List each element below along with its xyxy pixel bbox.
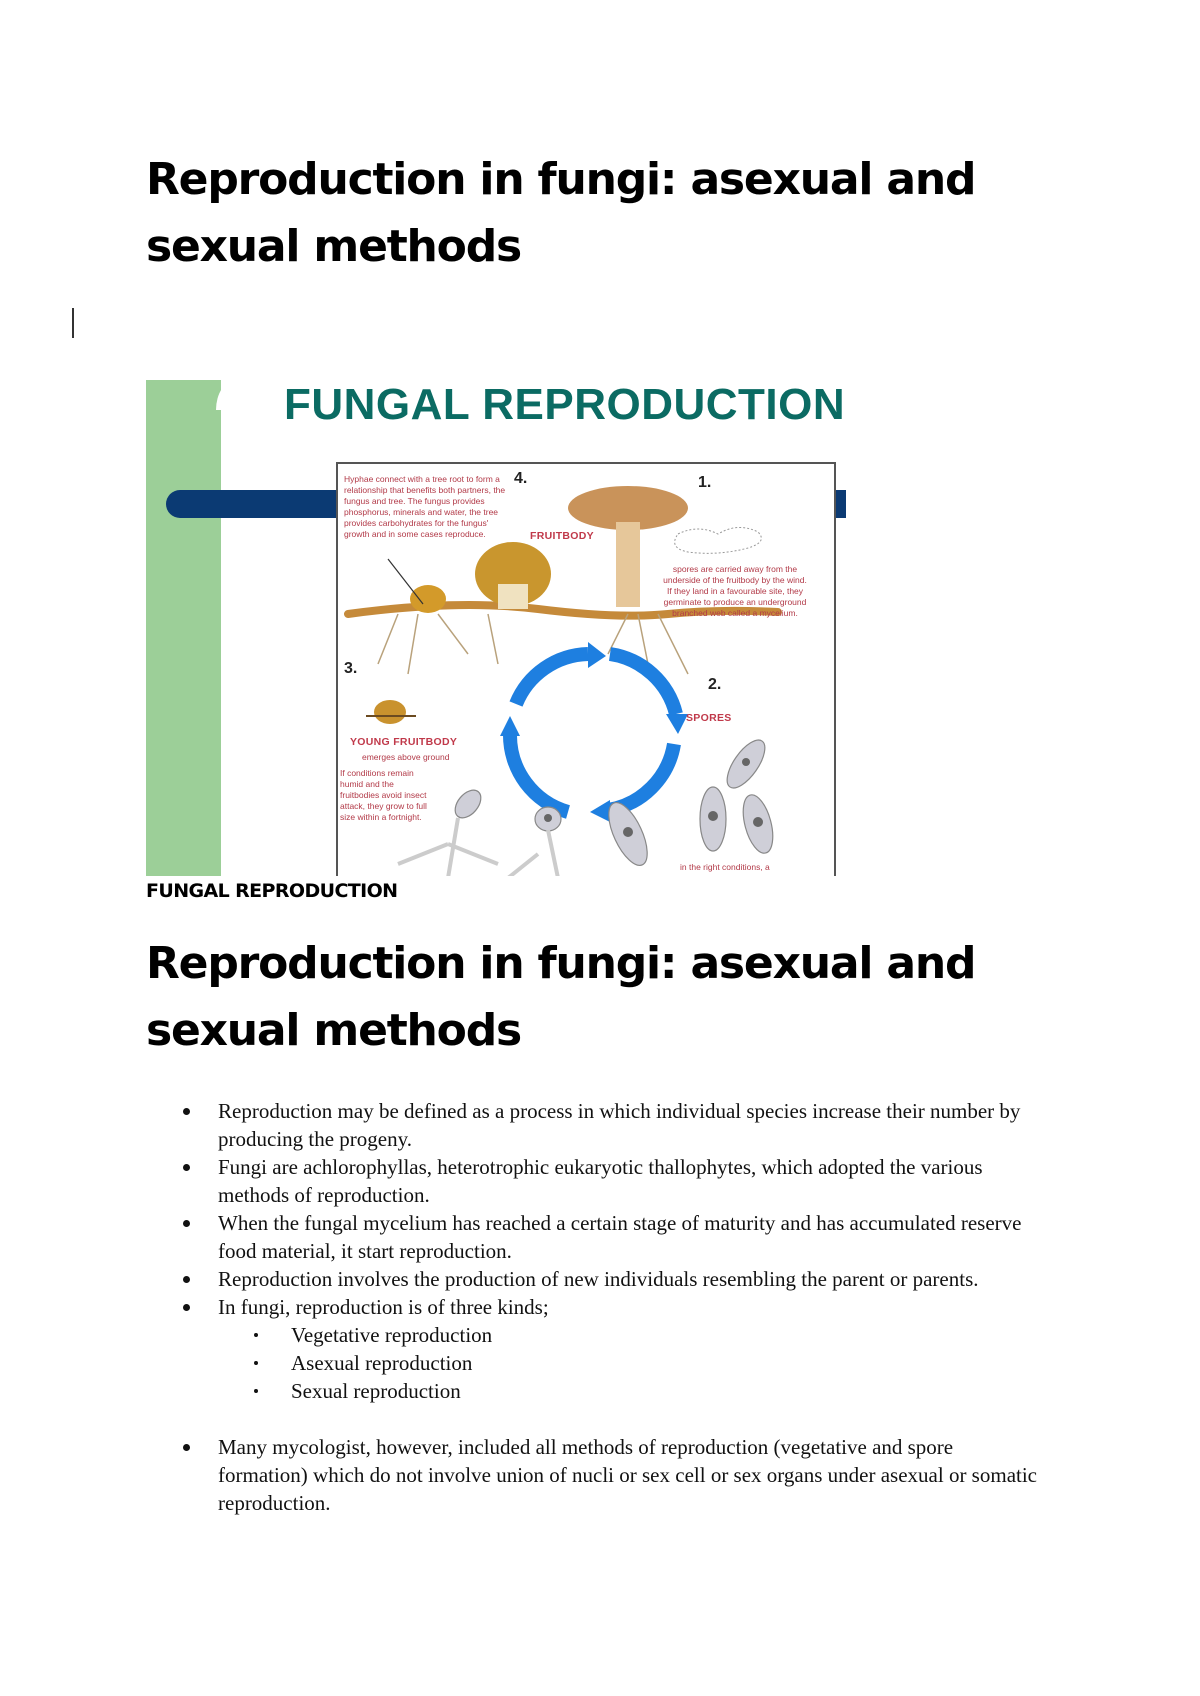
cycle-arrow-bottom-left [502,733,571,819]
step4-note: Hyphae connect with a tree root to form … [344,474,506,539]
list-item: Many mycologist, however, included all m… [146,1433,1046,1517]
step-number-3: 3. [344,660,358,677]
small-fruitbody [410,585,446,613]
sublist-item: Vegetative reproduction [218,1321,1046,1349]
young-fruitbody-sublabel: emerges above ground [362,752,450,762]
cycle-arrow-top-right [608,647,683,716]
life-cycle-illustration [344,486,782,876]
hyphae-roots [377,613,689,675]
figure-green-band [146,380,221,876]
fruitbody-label: FRUITBODY [530,530,594,542]
bullet-icon [183,1304,190,1311]
mid-fruitbody-stem [498,584,528,609]
cycle-arrows [502,647,683,819]
spores-label: SPORES [686,712,732,724]
list-item: Reproduction involves the production of … [146,1265,1046,1293]
sub-bullet-icon [254,1389,258,1393]
bullet-icon [183,1164,190,1171]
sublist-item-text: Sexual reproduction [291,1379,461,1403]
list-item-text: Reproduction involves the production of … [218,1267,979,1291]
list-item-text: Many mycologist, however, included all m… [218,1435,1037,1515]
text-cursor [72,308,74,338]
sublist-item-text: Asexual reproduction [291,1351,473,1375]
sub-bullet-icon [254,1361,258,1365]
step-number-4: 4. [514,470,528,487]
list-item-text: In fungi, reproduction is of three kinds… [218,1295,549,1319]
spore [454,789,482,819]
figure-title: FUNGAL REPRODUCTION [284,380,846,429]
sublist-item: Asexual reproduction [218,1349,1046,1377]
arrowhead-3 [590,800,610,822]
arrowhead-1 [588,642,606,668]
germinating-hyphae [397,817,560,876]
arrowhead-2 [666,714,688,734]
bullet-icon [183,1276,190,1283]
young-fruitbody-icon [374,700,406,724]
step1-note: spores are carried away from the undersi… [663,564,807,618]
mid-fruitbody-cap [475,542,551,606]
step3-note: If conditions remain humid and the fruit… [340,768,427,822]
mature-fruitbody-cap [568,486,688,530]
mature-fruitbody-stem [616,522,640,607]
fungal-reproduction-figure: FUNGAL REPRODUCTION [146,380,846,876]
life-cycle-diagram: Hyphae connect with a tree root to form … [336,462,836,876]
bullet-icon [183,1444,190,1451]
list-item: When the fungal mycelium has reached a c… [146,1209,1046,1265]
sublist-item-text: Vegetative reproduction [291,1323,493,1347]
section-heading: Reproduction in fungi: asexual and sexua… [146,938,976,1056]
list-item-text: Reproduction may be defined as a process… [218,1099,1021,1151]
list-item: In fungi, reproduction is of three kinds… [146,1293,1046,1433]
young-fruitbody-label: YOUNG FRUITBODY [350,736,458,748]
arrowhead-4 [500,716,520,736]
sublist-item: Sexual reproduction [218,1377,1046,1405]
spore-cloud [674,527,762,554]
list-item-text: Fungi are achlorophyllas, heterotrophic … [218,1155,983,1207]
document-title: Reproduction in fungi: asexual and sexua… [146,154,976,272]
step-number-1: 1. [698,474,712,491]
bullet-icon [183,1220,190,1227]
list-item: Reproduction may be defined as a process… [146,1097,1046,1153]
step2-note: in the right conditions, a [680,862,770,872]
list-item: Fungi are achlorophyllas, heterotrophic … [146,1153,1046,1209]
spores-illustration [454,739,774,866]
cycle-arrow-top-left [509,647,589,707]
cycle-arrow-bottom-right [606,742,681,817]
step-number-2: 2. [708,676,722,693]
sub-bullet-icon [254,1333,258,1337]
figure-caption: FUNGAL REPRODUCTION [146,880,398,902]
list-spacer [218,1405,1046,1433]
bullet-list: Reproduction may be defined as a process… [146,1097,1046,1517]
bullet-icon [183,1108,190,1115]
reproduction-kinds-list: Vegetative reproduction Asexual reproduc… [218,1321,1046,1405]
list-item-text: When the fungal mycelium has reached a c… [218,1211,1022,1263]
